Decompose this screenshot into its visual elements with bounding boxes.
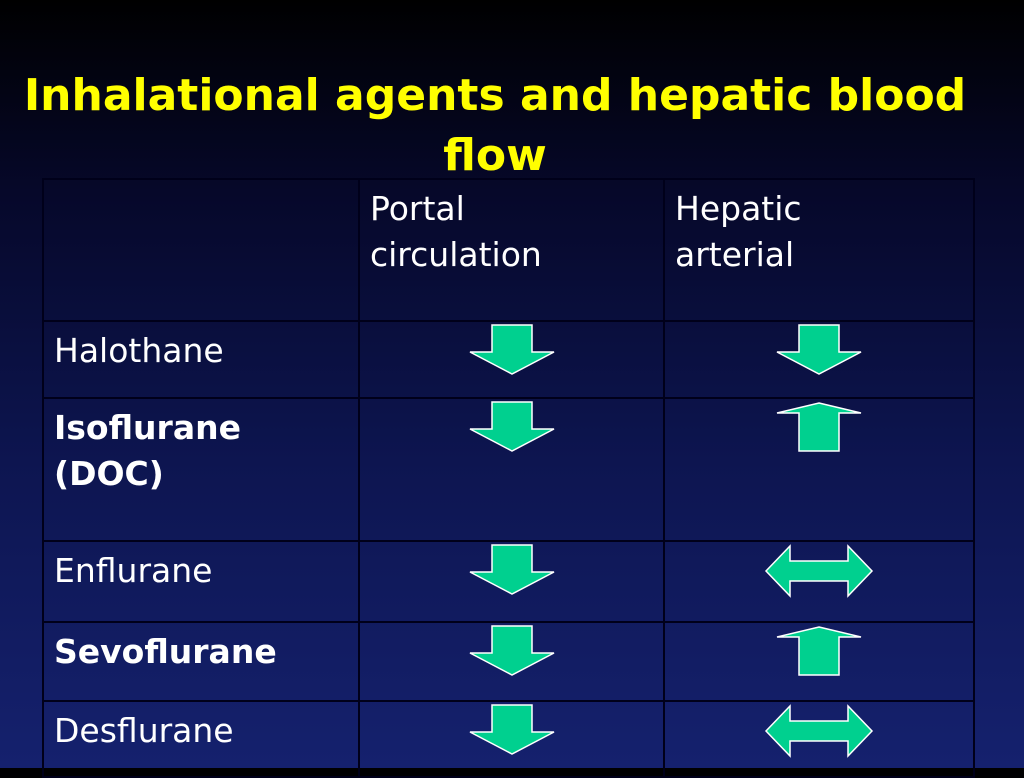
arrow-down-icon [469,544,554,595]
arrow-down-icon [469,704,554,755]
table-row: Isoflurane (DOC) [42,397,975,542]
slide-title: Inhalational agents and hepatic blood fl… [23,70,967,181]
hepatic-effect-cell [663,540,975,623]
portal-effect-cell [358,397,665,542]
hepatic-effect-cell [663,700,975,778]
arrow-left-right-icon [764,704,874,758]
table-row: Desflurane [42,700,975,778]
portal-effect-cell [358,540,665,623]
table-row: Sevoflurane [42,621,975,702]
hepatic-effect-cell [663,397,975,542]
header-cell-hepatic: Hepatic arterial [663,178,975,322]
arrow-down-icon [469,401,554,452]
agent-name-cell: Desflurane [42,700,360,778]
table-header-row: Portal circulation Hepatic arterial [42,178,975,322]
arrow-down-icon [469,324,554,375]
agent-name-cell: Enflurane [42,540,360,623]
agent-name-cell: Isoflurane (DOC) [42,397,360,542]
portal-effect-cell [358,700,665,778]
table-row: Halothane [42,320,975,399]
arrow-down-icon [469,625,554,676]
portal-effect-cell [358,320,665,399]
hepatic-effect-cell [663,621,975,702]
arrow-up-icon [776,626,862,676]
portal-effect-cell [358,621,665,702]
agent-name-cell: Sevoflurane [42,621,360,702]
header-cell-portal: Portal circulation [358,178,665,322]
hepatic-flow-table: Portal circulation Hepatic arterial Halo… [42,178,975,778]
header-cell-empty [42,178,360,322]
arrow-up-icon [776,402,862,452]
hepatic-effect-cell [663,320,975,399]
arrow-left-right-icon [764,544,874,598]
arrow-down-icon [776,324,862,375]
table-row: Enflurane [42,540,975,623]
agent-name-cell: Halothane [42,320,360,399]
